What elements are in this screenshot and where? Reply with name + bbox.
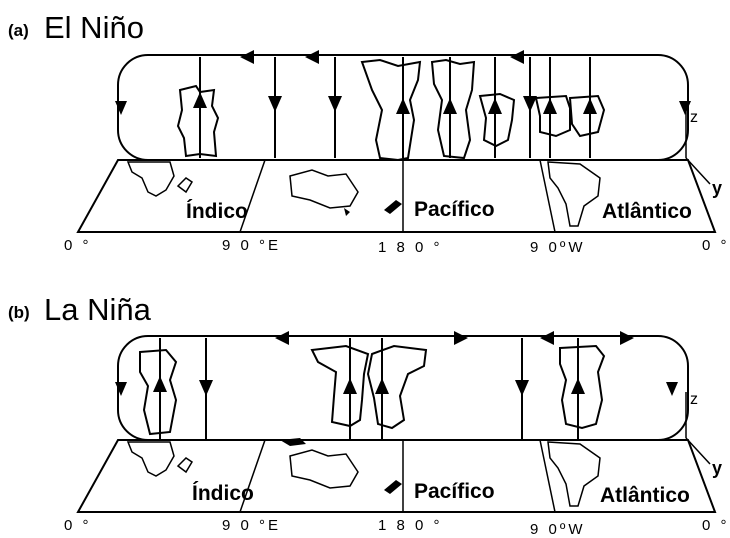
flow-arrow-west <box>540 331 554 345</box>
z-axis-label: z <box>690 109 698 126</box>
ocean-label-indian: Índico <box>192 482 254 505</box>
surface-map-frame <box>76 439 717 513</box>
down-arrow <box>523 96 537 112</box>
south-america-landmass <box>547 161 601 227</box>
flow-arrow-east <box>620 331 634 345</box>
map-divider <box>239 159 266 233</box>
flow-arrow-west <box>240 50 254 64</box>
z-axis-label: z <box>690 391 698 408</box>
map-divider <box>539 439 556 513</box>
flow-arrow-down <box>666 382 678 396</box>
map-divider <box>239 439 266 513</box>
africa-landmass <box>126 441 175 477</box>
australia-landmass <box>289 169 359 209</box>
longitude-label: 9 0 °E <box>222 237 281 254</box>
down-arrow <box>328 96 342 112</box>
tasmania-landmass <box>344 208 350 216</box>
y-axis <box>685 437 711 465</box>
panel-b-tag: (b) <box>8 303 30 322</box>
up-arrow <box>583 98 597 114</box>
down-arrow <box>515 380 529 396</box>
flow-arrow-west <box>510 50 524 64</box>
flow-arrow-down <box>115 101 127 115</box>
longitude-label: 9 0 °E <box>222 517 281 534</box>
y-axis-label: y <box>712 178 722 198</box>
flow-arrow-down <box>115 382 127 396</box>
up-arrow <box>343 378 357 394</box>
convection-cloud <box>534 94 571 138</box>
y-axis-label: y <box>712 458 722 478</box>
ocean-label-atlantic: Atlântico <box>600 484 690 507</box>
panel-a-title: El Niño <box>44 10 144 45</box>
convection-cloud <box>568 94 606 138</box>
australia-landmass <box>289 449 359 489</box>
longitude-label: 0 ° <box>702 517 730 534</box>
convection-cloud <box>360 58 422 162</box>
convection-cloud <box>430 58 476 160</box>
longitude-label: 0 ° <box>64 237 92 254</box>
longitude-label: 0 ° <box>64 517 92 534</box>
ocean-label-pacific: Pacífico <box>414 198 495 221</box>
ocean-label-atlantic: Atlântico <box>602 200 692 223</box>
up-arrow <box>375 378 389 394</box>
convection-cloud <box>176 84 220 158</box>
indonesia-landmass <box>280 438 306 446</box>
madagascar-landmass <box>176 457 194 474</box>
panel-b-title: La Niña <box>44 292 152 327</box>
panel-la-nina: (b) La Niña <box>8 292 730 538</box>
surface-map-frame <box>76 159 717 233</box>
madagascar-landmass <box>176 177 194 194</box>
flow-arrow-east <box>454 331 468 345</box>
ocean-label-indian: Índico <box>186 200 248 223</box>
longitude-label: 1 8 0 ° <box>378 239 443 256</box>
up-arrow <box>443 98 457 114</box>
new-zealand-landmass <box>384 200 402 214</box>
up-arrow <box>571 378 585 394</box>
longitude-label: 9 0ºW <box>530 239 586 256</box>
up-arrow <box>396 98 410 114</box>
panel-el-nino: (a) El Niño <box>8 10 730 256</box>
convection-cloud <box>559 344 606 430</box>
africa-landmass <box>126 161 175 197</box>
south-america-landmass <box>547 441 601 507</box>
longitude-label: 1 8 0 ° <box>378 517 443 534</box>
panel-a-tag: (a) <box>8 21 29 40</box>
new-zealand-landmass <box>384 480 402 494</box>
up-arrow <box>193 92 207 108</box>
map-divider <box>539 159 556 233</box>
y-axis <box>685 157 711 185</box>
convection-cloud <box>366 344 428 430</box>
up-arrow <box>543 98 557 114</box>
up-arrow <box>153 376 167 392</box>
down-arrow <box>199 380 213 396</box>
convection-cloud <box>310 344 370 428</box>
up-arrow <box>488 98 502 114</box>
down-arrow <box>268 96 282 112</box>
flow-arrow-west <box>305 50 319 64</box>
flow-arrow-west <box>275 331 289 345</box>
longitude-label: 0 ° <box>702 237 730 254</box>
flow-arrow-down <box>679 101 691 115</box>
ocean-label-pacific: Pacífico <box>414 480 495 503</box>
longitude-label: 9 0ºW <box>530 521 586 538</box>
convection-cloud <box>478 92 516 148</box>
convection-cloud <box>139 348 178 436</box>
